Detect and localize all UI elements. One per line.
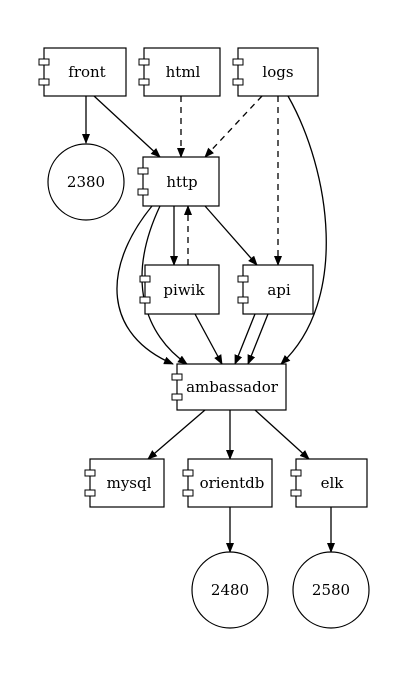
edge-front-to-http <box>93 95 161 158</box>
edge-http-to-ambassador-outer <box>116 205 174 365</box>
elk-port-top-icon <box>290 469 302 477</box>
orientdb-port-top-icon <box>182 469 194 477</box>
html-port-bottom-icon <box>138 78 150 86</box>
edges <box>82 95 335 553</box>
elk-port-bottom-icon <box>290 489 302 497</box>
node-http: http <box>137 156 220 207</box>
logs-port-bottom-icon <box>232 78 244 86</box>
front-port-top-icon <box>38 58 50 66</box>
orientdb-port-bottom-icon <box>182 489 194 497</box>
ambassador-port-top-icon <box>171 373 183 381</box>
node-2480: 2480 <box>191 551 269 629</box>
mysql-label: mysql <box>107 474 152 492</box>
html-box <box>143 47 221 97</box>
mysql-box <box>89 458 165 508</box>
node-ambassador: ambassador <box>171 363 287 411</box>
http-label: http <box>166 173 197 191</box>
html-label: html <box>166 63 201 81</box>
node-2580: 2580 <box>292 551 370 629</box>
node-elk: elk <box>290 458 368 508</box>
http-box <box>142 156 220 207</box>
api-port-top-icon <box>237 275 249 283</box>
elk-label: elk <box>321 474 345 492</box>
front-box <box>43 47 127 97</box>
mysql-port-top-icon <box>84 469 96 477</box>
node-front: front <box>38 47 127 97</box>
edge-piwik-to-ambassador <box>194 313 223 365</box>
orientdb-label: orientdb <box>200 474 265 492</box>
edge-logs-to-ambassador <box>280 95 327 365</box>
piwik-port-bottom-icon <box>139 296 151 304</box>
logs-box <box>237 47 319 97</box>
node-html: html <box>138 47 221 97</box>
api-box <box>242 264 314 315</box>
edge-ambassador-to-mysql <box>147 409 206 460</box>
logs-label: logs <box>262 63 293 81</box>
html-port-top-icon <box>138 58 150 66</box>
port-2480-circle <box>191 551 269 629</box>
front-port-bottom-icon <box>38 78 50 86</box>
ambassador-box <box>176 363 287 411</box>
ambassador-port-bottom-icon <box>171 393 183 401</box>
port-2580-label: 2580 <box>312 581 350 599</box>
api-port-bottom-icon <box>237 296 249 304</box>
node-orientdb: orientdb <box>182 458 273 508</box>
port-2380-circle <box>47 143 125 221</box>
node-piwik: piwik <box>139 264 220 315</box>
port-2580-circle <box>292 551 370 629</box>
port-2380-label: 2380 <box>67 173 105 191</box>
http-port-bottom-icon <box>137 188 149 196</box>
node-mysql: mysql <box>84 458 165 508</box>
orientdb-box <box>187 458 273 508</box>
edge-ambassador-to-elk <box>254 409 310 460</box>
node-2380: 2380 <box>47 143 125 221</box>
front-label: front <box>68 63 105 81</box>
piwik-box <box>144 264 220 315</box>
node-logs: logs <box>232 47 319 97</box>
piwik-port-top-icon <box>139 275 151 283</box>
piwik-label: piwik <box>163 281 205 299</box>
ambassador-label: ambassador <box>186 378 279 396</box>
mysql-port-bottom-icon <box>84 489 96 497</box>
port-2480-label: 2480 <box>211 581 249 599</box>
edge-api-to-ambassador-2 <box>247 313 269 365</box>
edge-http-to-api <box>204 205 258 266</box>
logs-port-top-icon <box>232 58 244 66</box>
elk-box <box>295 458 368 508</box>
api-label: api <box>267 281 291 299</box>
node-api: api <box>237 264 314 315</box>
edge-logs-to-http <box>204 95 263 158</box>
http-port-top-icon <box>137 167 149 175</box>
edge-api-to-ambassador-1 <box>234 313 256 365</box>
